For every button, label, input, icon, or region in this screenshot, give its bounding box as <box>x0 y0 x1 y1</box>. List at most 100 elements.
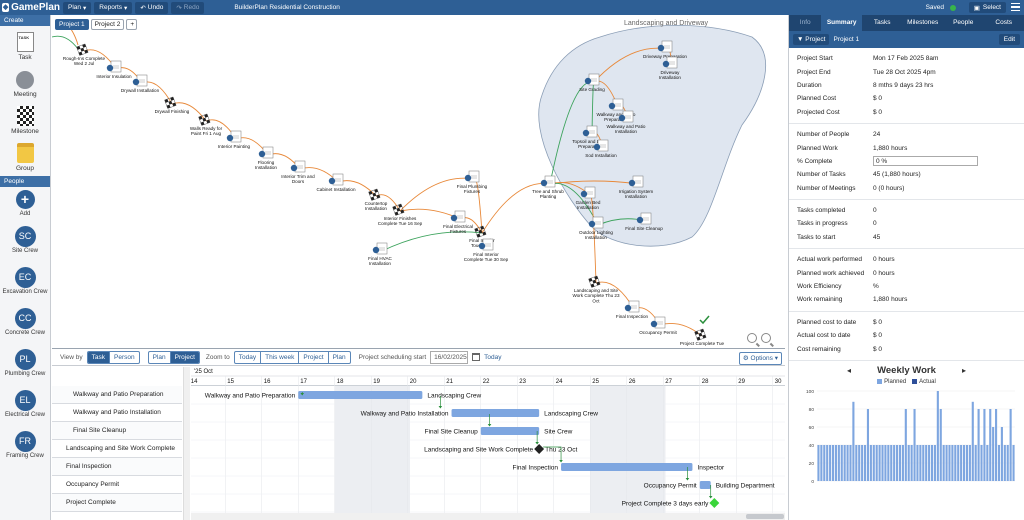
tab-summary[interactable]: Summary <box>821 15 862 31</box>
task-node[interactable]: Interior Painting <box>218 130 251 149</box>
gantt-row-label[interactable]: Landscaping and Site Work Complete <box>52 440 182 458</box>
redo-button[interactable]: ↷Redo <box>171 1 205 14</box>
zoom-project[interactable]: Project <box>299 351 329 363</box>
task-bar[interactable] <box>561 463 693 471</box>
gantt-scrollbar[interactable] <box>183 367 190 520</box>
tab-costs[interactable]: Costs <box>995 19 1013 26</box>
reports-menu-button[interactable]: Reports▾ <box>94 1 133 14</box>
gantt-hscroll-thumb[interactable] <box>746 514 784 519</box>
tab-people[interactable]: People <box>953 19 974 26</box>
task-node[interactable]: Occupancy Permit <box>639 316 677 335</box>
project-name: Project 1 <box>833 36 860 43</box>
select-button[interactable]: ▣Select <box>968 2 1006 13</box>
gantt-row-label[interactable]: Project Complete <box>52 494 182 512</box>
gantt-row-label[interactable]: Walkway and Patio Installation <box>52 404 182 422</box>
task-node[interactable]: Final Inspection <box>616 300 649 319</box>
chart-prev-icon[interactable]: ◂ <box>847 365 852 375</box>
task-bar[interactable] <box>298 391 423 399</box>
task-bar[interactable] <box>480 427 540 435</box>
percent-complete-input[interactable]: 0 % <box>873 156 978 167</box>
month-header: '25 Oct <box>194 369 213 375</box>
chart-title: Weekly Work <box>877 364 936 376</box>
network-canvas[interactable]: Project 1 Project 2 + Landscaping and Dr… <box>52 15 785 347</box>
hamburger-menu-icon[interactable] <box>1011 3 1020 11</box>
zoom-today[interactable]: Today <box>235 351 262 363</box>
gantt-row-label[interactable]: Walkway and Patio Preparation <box>52 386 182 404</box>
tab-info[interactable]: Info <box>799 19 811 26</box>
task-node[interactable]: Interior Insulation <box>96 60 132 79</box>
task-node[interactable]: Driveway Preparation <box>643 40 687 59</box>
gantt-row-label[interactable]: Final Site Cleanup <box>52 422 182 440</box>
zoom-this-week[interactable]: This week <box>261 351 300 363</box>
add-person-button[interactable]: +Add <box>0 187 50 223</box>
create-milestone-tool[interactable]: Milestone <box>0 100 50 137</box>
task-node[interactable]: Final Site Cleanup <box>625 212 663 231</box>
task-node[interactable]: Sod Installation <box>585 139 617 158</box>
milestone-diamond[interactable] <box>709 498 720 508</box>
task-bar[interactable] <box>451 409 540 417</box>
create-task-tool[interactable]: Task <box>0 26 50 63</box>
scope-project[interactable]: Project <box>170 351 199 363</box>
add-project-tab-button[interactable]: + <box>126 19 138 30</box>
today-link[interactable]: Today <box>484 353 502 361</box>
gantt-hscroll[interactable] <box>191 513 785 520</box>
task-node[interactable]: Drywall Installation <box>121 74 160 93</box>
tab-project-1[interactable]: Project 1 <box>55 19 89 30</box>
node-label: Final Site Cleanup <box>625 226 663 231</box>
gantt-row-label[interactable]: Occupancy Permit <box>52 476 182 494</box>
scheduling-start-input[interactable]: 16/02/2025 <box>430 350 469 364</box>
project-filter-button[interactable]: ▼ Project <box>793 34 830 45</box>
view-by-task[interactable]: Task <box>87 351 111 363</box>
gantt-row-label[interactable]: Final Inspection <box>52 458 182 476</box>
avatar: FR <box>14 431 36 452</box>
milestone-diamond[interactable] <box>534 444 545 454</box>
zoom-in-icon[interactable] <box>747 333 757 343</box>
zoom-out-icon[interactable] <box>761 333 771 343</box>
tab-milestones[interactable]: Milestones <box>907 19 939 26</box>
view-by-person[interactable]: Person <box>114 353 135 361</box>
create-meeting-tool[interactable]: Meeting <box>0 63 50 100</box>
tab-tasks[interactable]: Tasks <box>873 19 891 26</box>
zoom-plan[interactable]: Plan <box>332 353 346 361</box>
calendar-icon[interactable] <box>472 353 481 361</box>
scope-plan[interactable]: Plan <box>149 351 171 363</box>
tab-project-2[interactable]: Project 2 <box>90 19 125 30</box>
edit-button[interactable]: Edit <box>998 34 1020 45</box>
chart-next-icon[interactable]: ▸ <box>961 365 966 375</box>
create-group-tool[interactable]: Group <box>0 137 50 174</box>
plan-menu-button[interactable]: Plan▾ <box>63 1 92 14</box>
options-button[interactable]: ⚙ Options ▾ <box>738 352 782 365</box>
task-node[interactable]: Site Grading <box>579 73 605 92</box>
milestone-node[interactable]: Drywall Finishing <box>155 96 190 114</box>
task-bar[interactable] <box>699 481 711 489</box>
undo-button[interactable]: ↶Undo <box>135 1 169 14</box>
task-node[interactable]: Cabinet Installation <box>316 173 356 192</box>
